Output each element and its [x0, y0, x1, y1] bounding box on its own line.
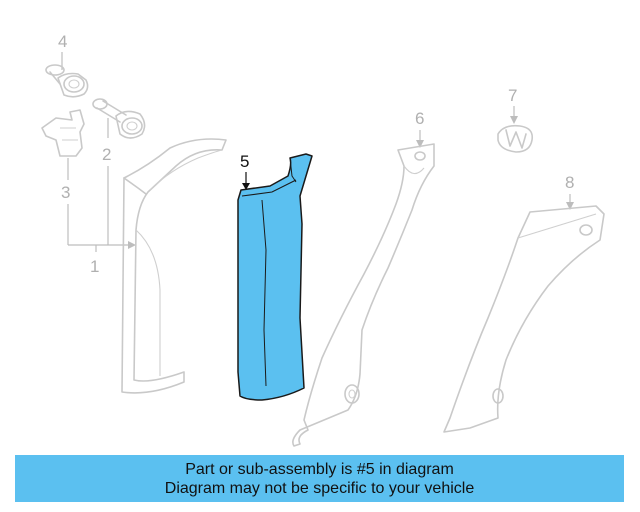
callout-2: 2	[102, 145, 111, 164]
parts-diagram: 4 2 3 1 5	[41, 32, 605, 447]
part-1-pillar-trim	[121, 138, 227, 394]
callout-8: 8	[565, 173, 574, 192]
banner-line-1: Part or sub-assembly is #5 in diagram	[185, 460, 454, 478]
part-6-center-pillar: 6	[292, 109, 435, 447]
part-4-push-clip: 4	[45, 32, 89, 98]
callout-4: 4	[58, 32, 67, 51]
callout-7: 7	[508, 86, 517, 105]
part-2-bolt: 2	[92, 98, 146, 245]
part-5-highlighted-trim: 5	[237, 152, 313, 401]
part-3-clip: 3	[41, 109, 85, 245]
info-banner: Part or sub-assembly is #5 in diagram Di…	[15, 455, 624, 502]
callout-6: 6	[415, 109, 424, 128]
callout-3: 3	[61, 183, 70, 202]
callout-5: 5	[240, 152, 249, 171]
part-1-bracket: 1	[68, 241, 136, 276]
banner-line-2: Diagram may not be specific to your vehi…	[164, 479, 475, 497]
callout-1: 1	[90, 257, 99, 276]
part-7-clip: 7	[497, 86, 534, 153]
part-8-rear-trim: 8	[443, 173, 605, 433]
